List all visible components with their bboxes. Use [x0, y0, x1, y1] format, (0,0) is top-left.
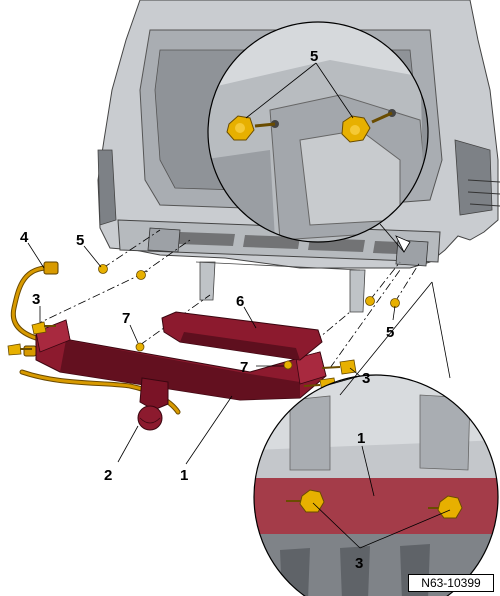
callout-5-right: 5 — [386, 324, 394, 341]
carrier-bracket — [161, 311, 323, 361]
callout-2: 2 — [104, 467, 112, 484]
figure-reference: N63-10399 — [408, 574, 494, 592]
tow-ball — [137, 377, 169, 431]
callout-labels: 4 5 3 7 6 7 3 2 1 5 5 1 3 — [20, 48, 394, 572]
detail-circle-bottom — [253, 281, 499, 596]
callout-7-right: 7 — [240, 359, 248, 376]
crossmember — [35, 319, 327, 401]
callout-7-left: 7 — [122, 310, 130, 327]
callout-4: 4 — [20, 229, 29, 246]
callout-5-left: 5 — [76, 232, 84, 249]
callout-3-left: 3 — [32, 291, 40, 308]
detail-circle-top — [207, 21, 429, 253]
leader-lines — [27, 242, 396, 465]
callout-3-detail: 3 — [355, 555, 363, 572]
callout-1-main: 1 — [180, 467, 188, 484]
callout-3-right: 3 — [362, 370, 370, 387]
callout-6: 6 — [236, 293, 244, 310]
callout-1-detail: 1 — [357, 430, 365, 447]
callout-5-detail: 5 — [310, 48, 318, 65]
